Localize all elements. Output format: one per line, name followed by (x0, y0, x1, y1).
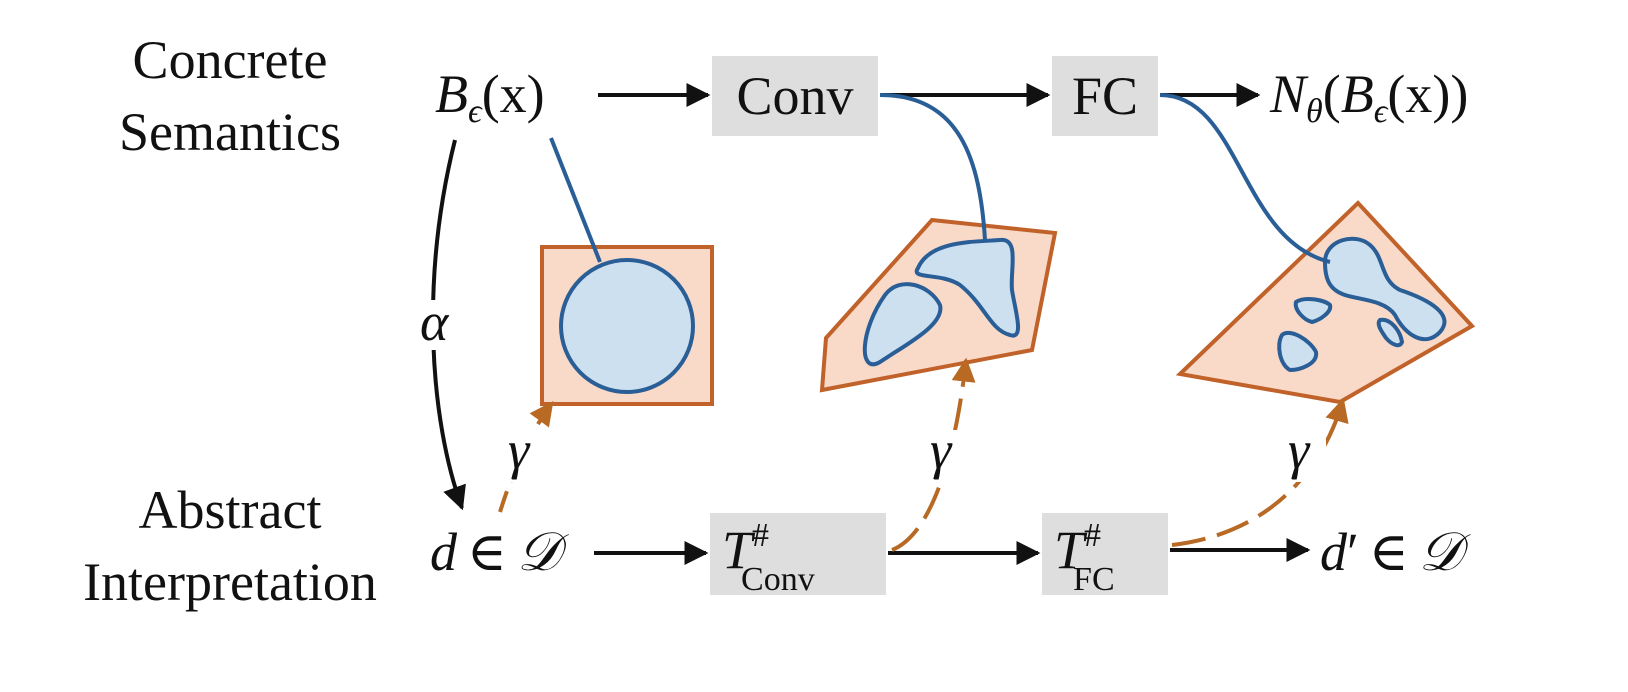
alpha-label-backdrop (418, 300, 462, 350)
row-label-concrete-line1: Concrete (133, 30, 328, 90)
concrete-region-3-blob-b (1293, 296, 1333, 325)
link-input-to-region-1 (549, 137, 602, 263)
concrete-region-3-blob-d (1277, 331, 1319, 373)
gamma-arrow-2 (891, 357, 976, 552)
alpha-label: α (420, 292, 450, 352)
gamma-label-1: γ (508, 420, 531, 480)
concrete-region-3-blob-c (1376, 317, 1405, 348)
gamma-arrow-1 (498, 401, 554, 513)
gamma-label-1-backdrop (506, 430, 546, 482)
fc-box (1052, 56, 1158, 136)
gamma-label-3-backdrop (1286, 430, 1326, 482)
gamma-label-2-backdrop (928, 430, 968, 482)
t-conv-label: T#Conv (722, 517, 815, 598)
concrete-region-2-blob-a (914, 238, 1020, 338)
conv-label: Conv (736, 66, 853, 126)
t-conv-box (710, 513, 886, 595)
row-label-abstract-line2: Interpretation (83, 552, 377, 612)
concrete-output: Nθ(Bϵ(x)) (1269, 64, 1468, 130)
concrete-input: Bϵ(x) (435, 64, 545, 130)
gamma-arrow-3 (1171, 397, 1349, 547)
gamma-label-3: γ (1288, 420, 1311, 480)
abstract-input: d∈𝒟 (430, 522, 569, 582)
concrete-region-3-blob-a (1322, 236, 1447, 342)
gamma-label-2: γ (930, 420, 953, 480)
row-label-abstract-line1: Abstract (139, 480, 322, 540)
link-conv-to-region-2 (879, 93, 987, 241)
fc-label: FC (1072, 66, 1138, 126)
concrete-region-2-blob-b (862, 282, 943, 367)
row-label-concrete-line2: Semantics (119, 102, 341, 162)
t-fc-box (1042, 513, 1168, 595)
t-fc-label: T#FC (1054, 517, 1115, 598)
abstract-output: d′∈𝒟 (1320, 522, 1471, 582)
conv-box (712, 56, 878, 136)
concrete-region-1 (559, 258, 695, 394)
link-fc-to-region-3 (1159, 93, 1331, 264)
